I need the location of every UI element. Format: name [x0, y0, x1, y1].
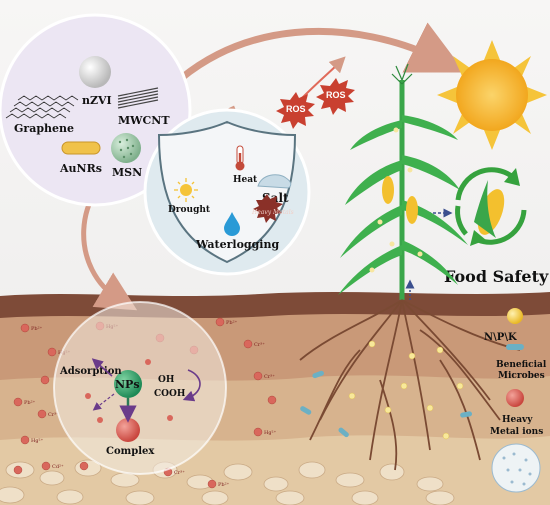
legend: N\P\K Beneficial Microbes Heavy Metal io… — [484, 308, 547, 493]
recycle-icon — [455, 167, 527, 245]
heavy-metal-icon — [506, 389, 524, 407]
heat-label: Heat — [233, 175, 258, 185]
corn-icon — [474, 180, 505, 238]
ion-label: Hg²⁺ — [264, 430, 277, 436]
waterlogging-label: Waterlogging — [195, 238, 279, 251]
microbes-label-line2: Microbes — [498, 371, 545, 381]
nps-particle-icon — [114, 370, 142, 398]
ion-label: Pb²⁺ — [218, 482, 230, 488]
npk-label: N\P\K — [484, 332, 517, 343]
ion-label: Pb²⁺ — [31, 326, 43, 332]
npk-icon — [507, 308, 523, 324]
aunrs-label: AuNRs — [59, 162, 102, 175]
microbe-icon — [506, 344, 524, 350]
microbes-label-line1: Beneficial — [496, 360, 547, 370]
oh-label: OH — [158, 375, 175, 385]
mwcnt-icon — [117, 87, 159, 109]
msn-pores — [118, 138, 135, 159]
aunrs-icon — [61, 141, 101, 155]
nzvi-sphere-icon — [79, 56, 111, 88]
food-safety-label: Food Safety — [444, 267, 549, 286]
ion-label: Pb²⁺ — [24, 400, 36, 406]
complex-label: Complex — [106, 446, 155, 457]
release-arrow — [92, 393, 115, 411]
drought-label: Drought — [168, 205, 211, 215]
tassel — [391, 63, 413, 85]
porous-particle-icon — [491, 443, 541, 493]
msn-label: MSN — [112, 166, 142, 179]
heavy-metal-label-line1: Heavy — [502, 415, 533, 425]
particle-dots — [502, 452, 532, 486]
salt-icon — [257, 174, 292, 189]
thermometer-icon — [235, 145, 245, 171]
recycle-arrowheads — [470, 168, 520, 246]
complex-particle-icon — [116, 418, 140, 442]
ion-label: Cd²⁺ — [52, 464, 64, 470]
heavy-metals-icon — [253, 194, 283, 223]
adsorption-arrow — [91, 358, 113, 377]
stress-shield: Heat Salt Drought Heavy Metals Waterlogg… — [143, 108, 311, 276]
ion-label: Cr³⁺ — [174, 470, 185, 476]
ros-label: ROS — [326, 90, 346, 100]
sun-icon — [437, 40, 547, 150]
water-drop-icon — [224, 212, 240, 236]
graphene-label: Graphene — [14, 122, 74, 135]
adsorption-label: Adsorption — [59, 366, 122, 377]
heavy-metals-label: Heavy Metals — [251, 209, 294, 216]
graphene-icon — [5, 95, 79, 119]
plant-roots — [299, 299, 521, 471]
drought-sun-icon — [174, 178, 198, 202]
nutrient-dots — [348, 340, 464, 440]
msn-sphere-icon — [111, 133, 141, 163]
cooh-label: COOH — [154, 389, 186, 399]
ion-label: Cr³⁺ — [254, 342, 265, 348]
nanomaterials-panel: nZVI MWCNT Graphene AuNRs MSN — [0, 13, 192, 207]
soil-pebbles — [0, 459, 455, 505]
heavy-metal-label-line2: Metal ions — [490, 427, 543, 437]
shield-icon — [157, 120, 297, 264]
ion-label: Cr³⁺ — [48, 412, 59, 418]
ion-label: Pb²⁺ — [226, 320, 238, 326]
np-soil-process: NPs Adsorption OH COOH Complex — [53, 301, 227, 475]
ion-label: Hg²⁺ — [31, 438, 44, 444]
corn-plant — [338, 63, 468, 300]
nps-label: NPs — [115, 378, 140, 391]
ros-badge-2: ROS — [316, 78, 355, 115]
nzvi-label: nZVI — [82, 94, 112, 107]
mwcnt-label: MWCNT — [118, 114, 170, 127]
ros-arrow — [299, 56, 346, 101]
functional-group-arrow — [182, 369, 201, 402]
ion-label: Cr³⁺ — [264, 374, 275, 380]
ros-label: ROS — [286, 104, 306, 114]
microbes — [300, 370, 473, 438]
ros-badge-1: ROS — [276, 92, 315, 129]
